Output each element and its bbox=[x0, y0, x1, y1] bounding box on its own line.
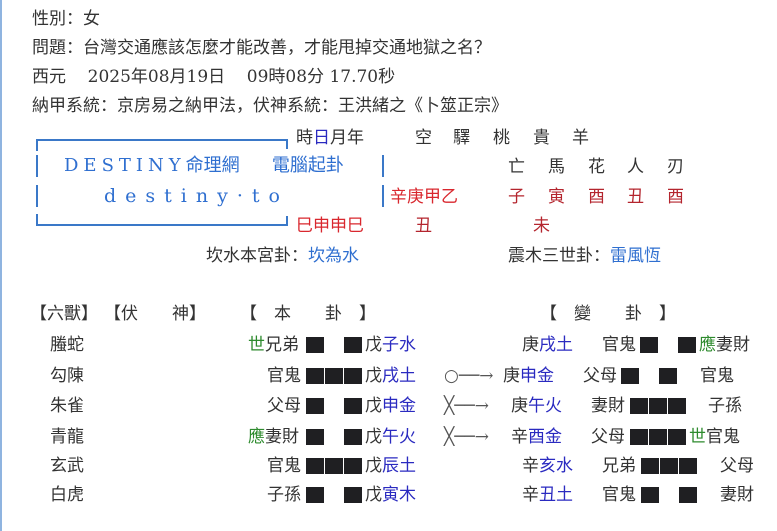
header-liushou: 【六獸】 bbox=[30, 304, 98, 324]
shensha-value-4: 酉 bbox=[667, 187, 684, 207]
shensha-bottom-3: 人 bbox=[627, 157, 644, 177]
shensha-bottom-2: 花 bbox=[588, 157, 605, 177]
yang-line bbox=[641, 458, 697, 474]
gender-line: 性別：女 bbox=[32, 9, 100, 29]
brand-title: DESTINY命理網 電腦起卦 bbox=[64, 156, 344, 176]
yin-line bbox=[640, 337, 696, 353]
moving-yang-arrow: ○──→ bbox=[444, 366, 494, 386]
kongwang-0: 丑 bbox=[415, 216, 432, 236]
shensha-value-3: 丑 bbox=[627, 187, 644, 207]
yin-line bbox=[641, 487, 697, 503]
shensha-top-4: 羊 bbox=[572, 128, 589, 148]
yang-line bbox=[630, 429, 686, 445]
shensha-value-0: 子 bbox=[508, 187, 525, 207]
brand-url[interactable]: destiny·to bbox=[104, 185, 289, 207]
ben-gua-name: 坎水本宮卦：坎為水 bbox=[206, 246, 359, 266]
system-line: 納甲系統：京房易之納甲法，伏神系統：王洪緒之《卜筮正宗》 bbox=[32, 96, 508, 116]
shensha-bottom-4: 刃 bbox=[667, 157, 684, 177]
brand-en: DESTINY bbox=[64, 155, 186, 176]
date-line: 西元 2025年08月19日 09時08分 17.70秒 bbox=[32, 67, 395, 87]
shensha-bottom-1: 馬 bbox=[548, 157, 565, 177]
day-label: 日 bbox=[313, 128, 330, 148]
bian-gua-name: 震木三世卦：雷風恆 bbox=[508, 246, 661, 266]
moving-yin-arrow: ╳──→ bbox=[444, 396, 489, 416]
header-bian: 【 變 卦 】 bbox=[540, 304, 676, 324]
pillar-labels: 時日月年 bbox=[296, 128, 364, 148]
pillar-stems: 辛庚甲乙 bbox=[390, 187, 458, 207]
shensha-top-2: 桃 bbox=[493, 128, 510, 148]
ying-mark: 應 bbox=[248, 427, 265, 447]
yang-line bbox=[630, 398, 686, 414]
yang-line bbox=[306, 368, 362, 384]
kongwang-1: 未 bbox=[533, 216, 550, 236]
time-value: 09時08分 17.70秒 bbox=[246, 67, 396, 87]
header-ben: 【 本 卦 】 bbox=[240, 304, 376, 324]
yin-line bbox=[306, 487, 362, 503]
yin-line bbox=[306, 337, 362, 353]
shensha-top-1: 驛 bbox=[453, 128, 470, 148]
date-value: 2025年08月19日 bbox=[87, 67, 226, 87]
shi-mark: 世 bbox=[248, 335, 265, 355]
brand-tag: 電腦起卦 bbox=[271, 155, 344, 176]
ying-mark: 應 bbox=[699, 335, 716, 355]
yin-line bbox=[306, 398, 362, 414]
shi-mark: 世 bbox=[689, 427, 706, 447]
pillar-branches: 巳申申巳 bbox=[296, 216, 364, 236]
page-left-border bbox=[0, 0, 2, 531]
yang-line bbox=[306, 458, 362, 474]
shensha-bottom-0: 亡 bbox=[508, 157, 525, 177]
shensha-top-3: 貴 bbox=[533, 128, 550, 148]
brand-cn: 命理網 bbox=[185, 155, 240, 176]
yin-line bbox=[306, 429, 362, 445]
shensha-value-1: 寅 bbox=[548, 187, 565, 207]
date-prefix: 西元 bbox=[32, 67, 66, 87]
question-line: 問題：台灣交通應該怎麼才能改善，才能甩掉交通地獄之名？ bbox=[32, 38, 491, 58]
shensha-value-2: 酉 bbox=[588, 187, 605, 207]
yin-line bbox=[621, 368, 677, 384]
shensha-top-0: 空 bbox=[415, 128, 432, 148]
moving-yin-arrow: ╳──→ bbox=[444, 427, 489, 447]
header-fushen: 【伏 神】 bbox=[104, 304, 206, 324]
